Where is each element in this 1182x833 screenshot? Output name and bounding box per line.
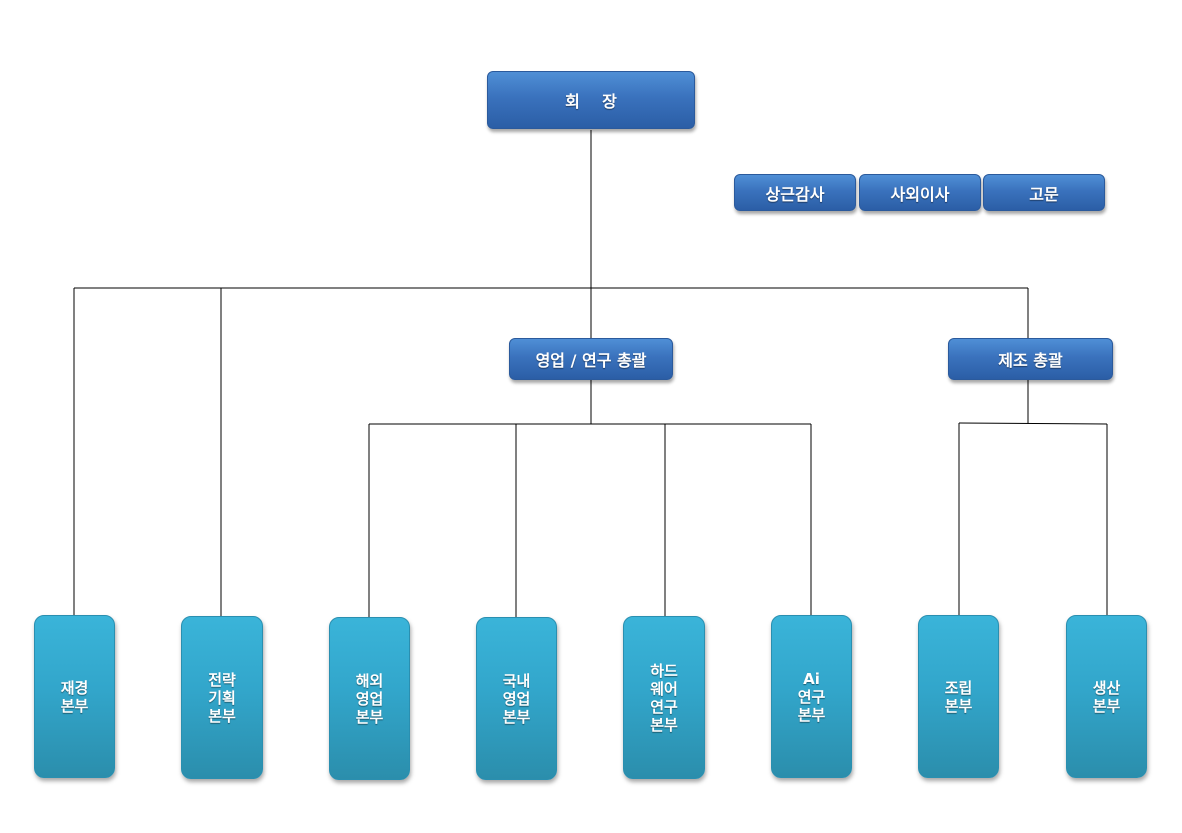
department-box-overseas-sales: 해외 영업 본부 [329, 617, 410, 780]
department-label: 하드 웨어 연구 본부 [650, 661, 678, 734]
division-box-sales-research: 영업 / 연구 총괄 [509, 338, 673, 380]
department-label: 재경 본부 [60, 678, 89, 715]
connector-mfg-bus [958, 422, 1108, 425]
advisor-label: 고문 [1029, 184, 1059, 204]
department-label: Ai 연구 본부 [797, 669, 826, 724]
department-label: 생산 본부 [1092, 678, 1121, 715]
advisor-box-auditor: 상근감사 [734, 174, 856, 211]
department-box-assembly: 조립 본부 [918, 615, 999, 778]
division-label: 제조 총괄 [998, 351, 1063, 370]
department-box-production: 생산 본부 [1066, 615, 1147, 778]
department-box-ai-research: Ai 연구 본부 [771, 615, 852, 778]
advisor-box-outside-director: 사외이사 [859, 174, 981, 211]
department-box-strategy: 전략 기획 본부 [181, 616, 263, 779]
division-box-manufacturing: 제조 총괄 [948, 338, 1113, 380]
department-label: 해외 영업 본부 [355, 671, 384, 726]
department-label: 국내 영업 본부 [502, 671, 531, 726]
department-box-finance: 재경 본부 [34, 615, 115, 778]
department-box-domestic-sales: 국내 영업 본부 [476, 617, 557, 780]
department-label: 조립 본부 [944, 678, 973, 715]
division-label: 영업 / 연구 총괄 [535, 351, 647, 370]
chairman-box: 회 장 [487, 71, 695, 129]
advisor-label: 사외이사 [890, 184, 950, 204]
advisor-label: 상근감사 [765, 184, 825, 204]
department-label: 전략 기획 본부 [208, 670, 236, 725]
department-box-hardware-research: 하드 웨어 연구 본부 [623, 616, 705, 779]
chairman-label: 회 장 [565, 92, 617, 111]
advisor-box-consultant: 고문 [983, 174, 1105, 211]
